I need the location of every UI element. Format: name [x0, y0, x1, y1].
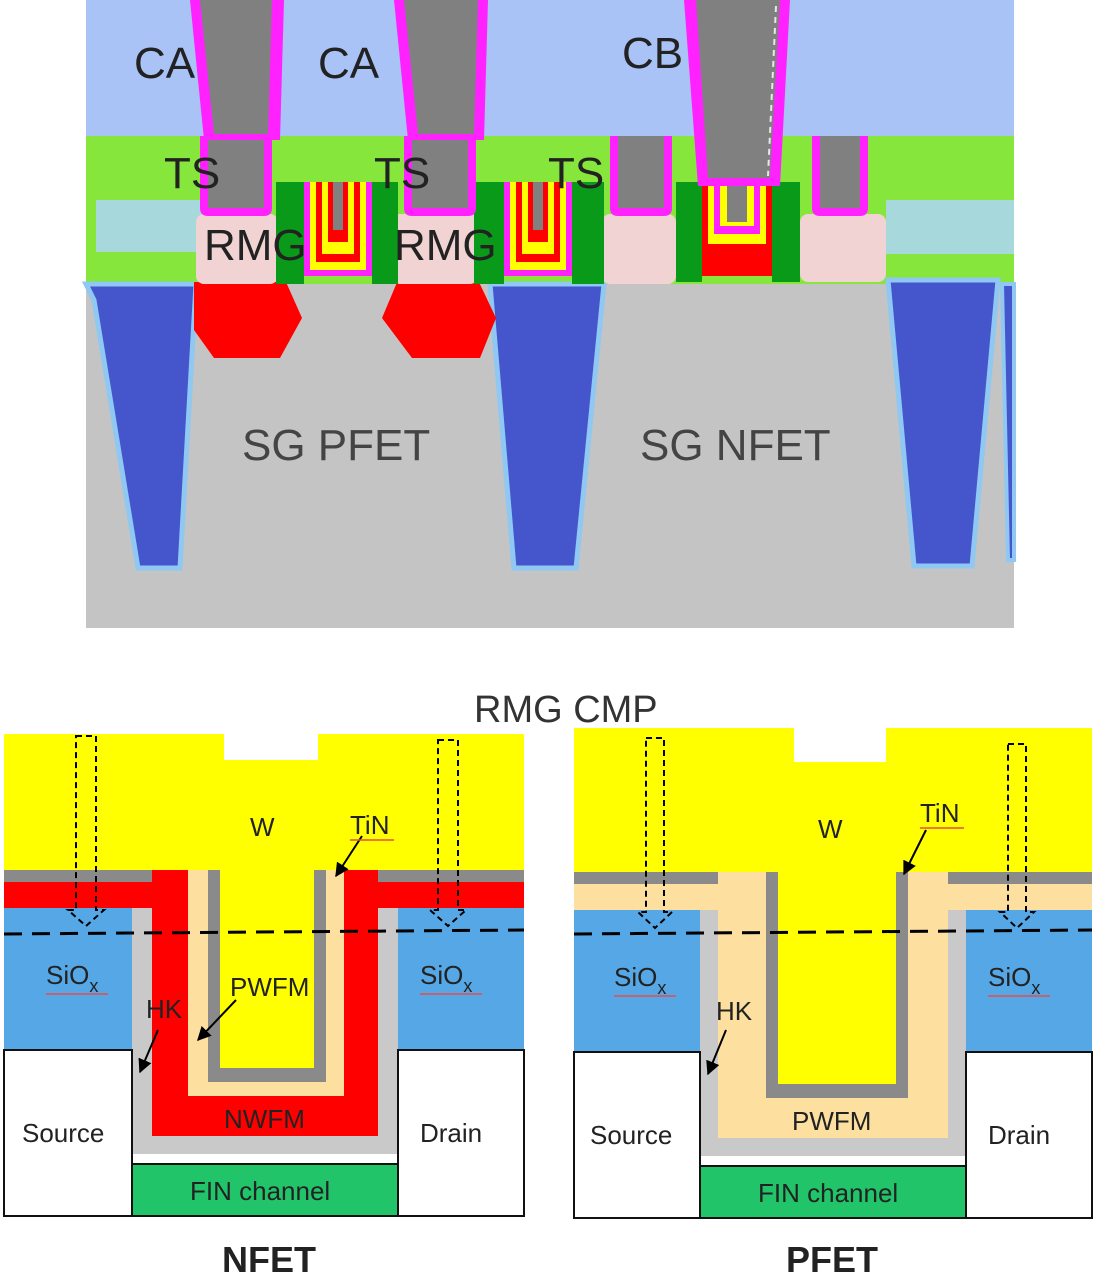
- ca-contact-1: [190, 0, 284, 140]
- rmg-label-mid: RMG: [394, 221, 497, 270]
- nfet-siox-left-label: SiOx: [46, 960, 98, 996]
- rmg-cmp-title: RMG CMP: [474, 689, 658, 731]
- pfet-w-fill: [574, 728, 1092, 872]
- ca-label-mid: CA: [318, 39, 380, 88]
- pfet-diagram: W TiN SiOx SiOx HK PWFM Source Drain FIN…: [573, 728, 1093, 1280]
- nfet-siox-right-label: SiOx: [420, 960, 472, 996]
- pfet-tin-label: TiN: [920, 798, 959, 828]
- pfet-siox-right-label: SiOx: [988, 962, 1040, 998]
- pfet-tin-arrow: [903, 829, 927, 876]
- pfet-source-label: Source: [590, 1120, 672, 1150]
- epi-mid: [382, 280, 496, 358]
- spacer-4: [572, 182, 604, 284]
- spacer-6: [772, 182, 800, 282]
- nfet-tin-arrow: [335, 835, 363, 878]
- cb-contact: [684, 0, 790, 186]
- pfet-w-label: W: [818, 814, 843, 844]
- pfet-drain-label: Drain: [988, 1120, 1050, 1150]
- ts-label-mid: TS: [374, 149, 430, 198]
- nfet-dashed-arrow-left: [65, 735, 107, 928]
- nfet-source-label: Source: [22, 1118, 104, 1148]
- ca-label-left: CA: [134, 39, 196, 88]
- nfet-w-fill: [4, 734, 524, 870]
- spacer-1: [276, 182, 304, 284]
- sg-pfet-label: SG PFET: [242, 421, 430, 470]
- nfet-nwfm-label: NWFM: [224, 1104, 305, 1134]
- gate-stack-1: [304, 182, 372, 276]
- silicide-2: [392, 214, 478, 284]
- sti-left: [81, 281, 199, 571]
- rmg-label-left: RMG: [204, 221, 307, 270]
- cyan-fill-left: [96, 200, 206, 252]
- nfet-cmp-line: [3, 928, 525, 936]
- sti-mid: [487, 281, 607, 571]
- top-cross-section: CA CA CB TS TS TS RMG RMG SG PFET SG NFE…: [81, 0, 1016, 628]
- nfet-pwfm-arrow: [197, 999, 237, 1042]
- sti-right: [885, 277, 1001, 569]
- pfet-dashed-arrow-left: [635, 737, 675, 930]
- nfet-hk-arrow: [138, 1029, 159, 1074]
- pfet-source-block: [573, 1051, 701, 1219]
- pfet-hk-arrow: [706, 1029, 727, 1076]
- silicide-4: [800, 214, 886, 282]
- nfet-caption: NFET: [222, 1239, 316, 1280]
- pfet-siox-right: [966, 910, 1092, 1052]
- cb-label: CB: [622, 29, 683, 78]
- pfet-siox-left-label: SiOx: [614, 962, 666, 998]
- spacer-5: [676, 182, 702, 282]
- nfet-fin-gap: [132, 1154, 398, 1164]
- nfet-fin-label: FIN channel: [190, 1176, 330, 1206]
- pfet-hk-label: HK: [716, 996, 753, 1026]
- nfet-dashed-arrow-right: [427, 739, 469, 928]
- ca-contact-2: [394, 0, 488, 140]
- silicide-3: [602, 214, 676, 284]
- nfet-source-block: [3, 1049, 133, 1217]
- pfet-caption: PFET: [786, 1239, 878, 1280]
- spacer-2: [372, 182, 398, 284]
- sg-nfet-label: SG NFET: [640, 421, 831, 470]
- pfet-cmp-line: [573, 928, 1093, 936]
- gate-stack-3: [702, 182, 772, 276]
- ts-contact-1: [200, 136, 272, 216]
- pfet-fin-label: FIN channel: [758, 1178, 898, 1208]
- pfet-fin-gap: [700, 1156, 966, 1166]
- pfet-drain-block: [965, 1051, 1093, 1219]
- nfet-tin-label: TiN: [350, 810, 389, 840]
- pfet-fin-channel: [699, 1165, 967, 1219]
- gate-stack-2: [504, 182, 572, 276]
- epi-left: [194, 282, 302, 358]
- pfet-pwfm-label: PWFM: [792, 1106, 871, 1136]
- ts-label-left: TS: [164, 149, 220, 198]
- spacer-3: [474, 182, 504, 284]
- nfet-drain-block: [397, 1049, 525, 1217]
- nfet-w-label: W: [250, 812, 275, 842]
- nfet-diagram: W TiN SiOx SiOx HK PWFM NWFM Source Drai…: [3, 734, 525, 1280]
- ts-contact-2: [404, 136, 476, 216]
- nfet-hk-label: HK: [146, 994, 183, 1024]
- ts-label-right: TS: [548, 149, 604, 198]
- ts-contact-3: [610, 136, 672, 216]
- nfet-pwfm-label: PWFM: [230, 972, 309, 1002]
- silicide-1: [196, 214, 278, 284]
- nfet-drain-label: Drain: [420, 1118, 482, 1148]
- pfet-w-plug: [778, 862, 896, 1084]
- cyan-fill-right: [886, 200, 1014, 254]
- nfet-w-plug: [220, 860, 314, 1068]
- pfet-dashed-arrow-right: [997, 743, 1037, 930]
- ts-contact-4: [812, 136, 868, 216]
- nfet-siox-right: [398, 908, 524, 1052]
- sti-edge-right: [999, 282, 1016, 562]
- nfet-siox-left: [4, 908, 132, 1052]
